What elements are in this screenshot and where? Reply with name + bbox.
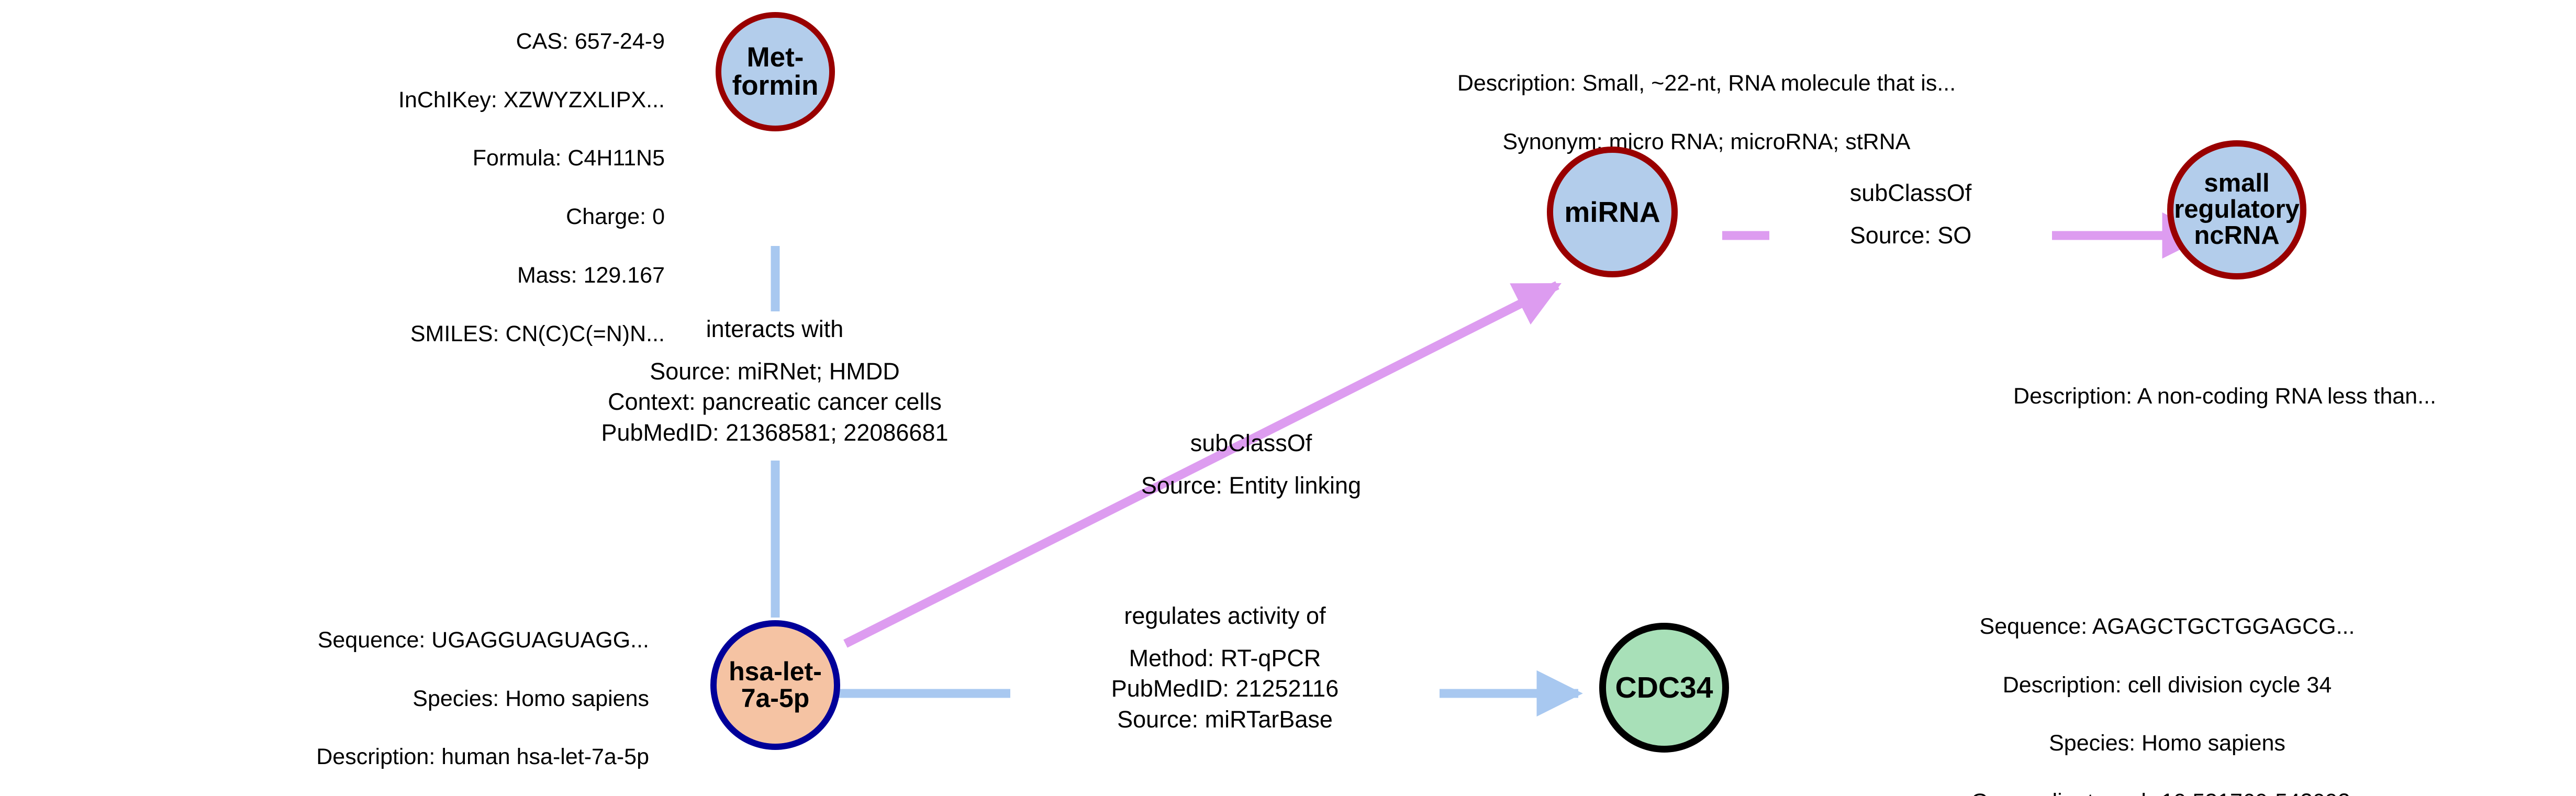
attr-line: Mass: 129.167 (517, 263, 665, 288)
edge-meta-line: Context: pancreatic cancer cells (608, 388, 942, 415)
edge-meta-line: PubMedID: 21368581; 22086681 (601, 419, 949, 446)
edge-label-hsa-regulates-cdc34: regulates activity of Method: RT-qPCR Pu… (979, 601, 1471, 735)
edge-relation: subClassOf (1849, 180, 1972, 206)
attributes-hsa-let-7a-5p: Sequence: UGAGGUAGUAGG... Species: Homo … (16, 597, 649, 796)
edge-meta-line: Source: SO (1849, 221, 1972, 249)
attr-line: Description: A non-coding RNA less than.… (2013, 383, 2436, 409)
node-label: Met- formin (728, 43, 823, 100)
attr-line: Description: Small, ~22-nt, RNA molecule… (1457, 70, 1956, 96)
edge-label-mirna-subclassof-ncrna: subClassOf Source: SO (1759, 178, 2062, 251)
node-label-line: formin (732, 70, 819, 101)
node-label-line: hsa-let- (729, 657, 822, 686)
node-hsa-let-7a-5p[interactable]: hsa-let- 7a-5p (710, 620, 840, 750)
edge-relation: subClassOf (1190, 430, 1312, 456)
edge-hsa-subclassof-mirna (843, 281, 1562, 648)
node-mirna[interactable]: miRNA (1547, 147, 1678, 277)
edge-label-metformin-interacts-hsa: interacts with Source: miRNet; HMDD Cont… (513, 314, 1036, 448)
attr-line: SMILES: CN(C)C(=N)N... (410, 321, 665, 346)
attr-line: Synonym: micro RNA; microRNA; stRNA (1502, 129, 1911, 154)
node-small-regulatory-ncrna[interactable]: small regulatory ncRNA (2167, 140, 2306, 279)
edge-label-hsa-subclassof-mirna: subClassOf Source: Entity linking (1042, 428, 1460, 501)
node-label: small regulatory ncRNA (2170, 169, 2304, 250)
attributes-metformin: CAS: 657-24-9 InChIKey: XZWYZXLIPX... Fo… (94, 0, 665, 378)
attr-line: Sequence: UGAGGUAGUAGG... (317, 627, 649, 653)
attr-line: Formula: C4H11N5 (472, 145, 665, 171)
node-label-line: ncRNA (2194, 221, 2280, 250)
edge-meta-line: Source: miRTarBase (1117, 705, 1333, 733)
node-label-line: Met- (746, 41, 804, 73)
node-label-line: regulatory (2174, 195, 2300, 224)
node-cdc34[interactable]: CDC34 (1599, 623, 1729, 753)
node-label-line: small (2204, 169, 2270, 198)
node-label: CDC34 (1611, 672, 1718, 703)
node-label: hsa-let- 7a-5p (724, 658, 826, 712)
attr-line: Description: cell division cycle 34 (2002, 672, 2332, 698)
edge-relation: interacts with (706, 316, 844, 342)
attributes-mirna: Description: Small, ~22-nt, RNA molecule… (1251, 40, 2162, 186)
node-label: miRNA (1560, 197, 1664, 227)
node-label-line: CDC34 (1615, 670, 1713, 704)
attr-line: G. coordinates: chr19:531760-542092+ (1796, 788, 2539, 796)
node-label-line: 7a-5p (741, 683, 810, 713)
attr-line: Species: Homo sapiens (2049, 731, 2285, 756)
node-label-line: miRNA (1564, 195, 1660, 228)
node-metformin[interactable]: Met- formin (716, 12, 835, 131)
attr-line: Species: Homo sapiens (412, 686, 649, 711)
attr-line: CAS: 657-24-9 (516, 28, 665, 54)
edge-meta-line: Method: RT-qPCR (1129, 644, 1321, 671)
attributes-cdc34: Sequence: AGAGCTGCTGGAGCG... Description… (1796, 583, 2539, 796)
edge-meta-line: Source: Entity linking (1141, 472, 1362, 499)
attr-line: Sequence: AGAGCTGCTGGAGCG... (1979, 613, 2355, 639)
attr-line: InChIKey: XZWYZXLIPX... (398, 87, 665, 113)
edge-meta-line: Source: miRNet; HMDD (650, 357, 900, 385)
attributes-small-regulatory-ncrna: Description: A non-coding RNA less than.… (1884, 353, 2565, 441)
attr-line: Charge: 0 (566, 204, 665, 230)
edge-relation: regulates activity of (1124, 602, 1326, 629)
attr-line: Description: human hsa-let-7a-5p (316, 744, 649, 770)
edge-meta-line: PubMedID: 21252116 (1111, 675, 1339, 702)
